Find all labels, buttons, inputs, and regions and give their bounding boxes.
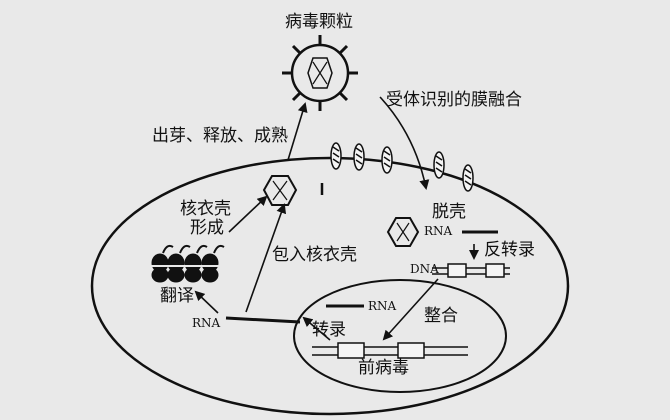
nucleus-rna-label: RNA [368,299,397,313]
budding-label: 出芽、释放、成熟 [152,126,288,146]
dna-double-strand [432,263,510,278]
transcription-label: 转录 [312,320,346,340]
provirus-dna [312,342,468,359]
virus-particle-icon [282,35,358,111]
reverse-transcription-label: 反转录 [484,240,535,260]
nucleus-membrane [293,279,507,393]
cytoplasm-rna-label: RNA [192,316,221,330]
uncoated-capsid-icon [386,217,420,247]
cytoplasm-rna-strand [225,316,301,324]
capsid-formation-label-line1: 核衣壳 [180,199,231,219]
integration-label: 整合 [424,306,458,326]
cell-membrane [90,156,570,416]
translation-label: 翻译 [160,286,194,306]
envelope-glycoprotein-icons [320,142,474,195]
capsid-formation-label-line2: 形成 [190,218,224,238]
ribosome-cluster-icon [143,244,228,283]
packaging-label: 包入核衣壳 [272,245,357,265]
uncoated-rna-label: RNA [424,224,453,238]
nucleocapsid-icon [262,175,298,206]
dna-label: DNA [410,262,439,276]
uncoating-label: 脱壳 [432,202,466,222]
receptor-fusion-label: 受体识别的膜融合 [386,90,522,110]
virus-particle-label: 病毒颗粒 [285,12,353,32]
process-arrows [194,96,479,341]
provirus-label: 前病毒 [358,358,409,378]
